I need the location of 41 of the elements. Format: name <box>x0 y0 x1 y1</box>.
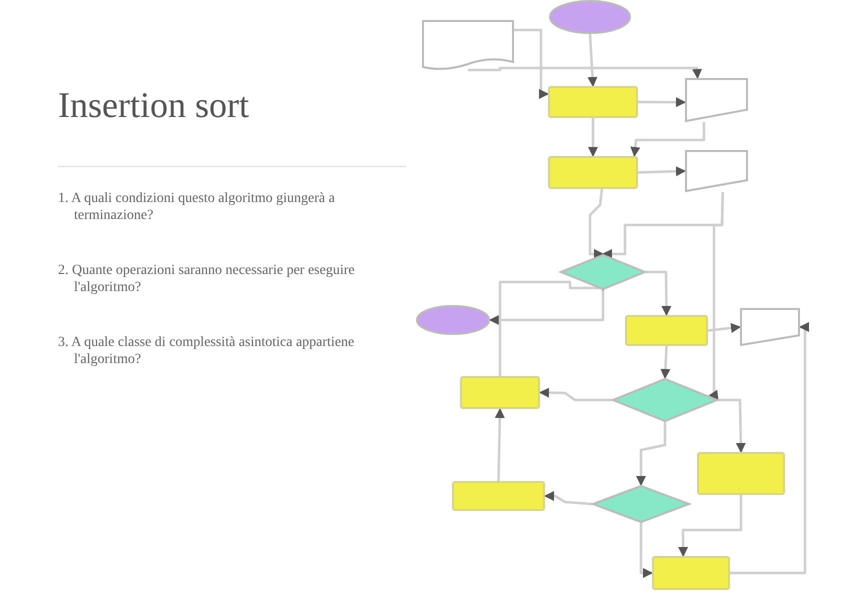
document-shape <box>422 20 514 70</box>
question-text: 1. A quali condizioni questo algoritmo giungerà a terminazione? <box>58 190 336 224</box>
process-box <box>625 315 708 346</box>
process-box <box>548 86 638 118</box>
arrow <box>630 122 706 157</box>
arrow <box>494 408 505 482</box>
process-box <box>548 156 638 189</box>
question-text: 2. Quante operazioni saranno necessarie per eseguire l'algoritmo? <box>58 262 356 296</box>
decision-diamond <box>560 254 646 290</box>
arrow <box>718 398 746 453</box>
terminal-ellipse <box>416 305 490 335</box>
process-box <box>697 452 785 495</box>
arrow <box>730 322 809 574</box>
process-box <box>452 481 545 511</box>
input-output-shape <box>685 78 748 122</box>
arrow <box>544 491 592 506</box>
arrow <box>638 166 686 176</box>
arrow <box>678 495 742 557</box>
question-text: 3. A quale classe di complessità asintotica appartiene l'algoritmo? <box>58 334 356 368</box>
arrow <box>539 388 612 402</box>
input-output-shape <box>685 150 748 192</box>
arrow <box>514 28 549 99</box>
arrow <box>588 34 598 87</box>
process-box <box>460 376 540 409</box>
arrow <box>708 323 741 333</box>
arrow <box>588 188 604 259</box>
decision-diamond <box>592 485 690 523</box>
process-box <box>652 556 730 590</box>
slide-title: Insertion sort <box>58 84 249 126</box>
decision-diamond <box>612 378 718 422</box>
arrow <box>588 118 598 157</box>
arrow <box>708 192 724 401</box>
arrow <box>636 422 666 486</box>
arrow <box>638 97 686 108</box>
arrow <box>468 66 702 79</box>
arrow <box>489 290 604 325</box>
arrow <box>660 346 670 379</box>
input-output-shape <box>740 308 800 346</box>
arrow <box>646 270 672 316</box>
arrow <box>640 523 653 578</box>
terminal-ellipse <box>549 0 631 34</box>
